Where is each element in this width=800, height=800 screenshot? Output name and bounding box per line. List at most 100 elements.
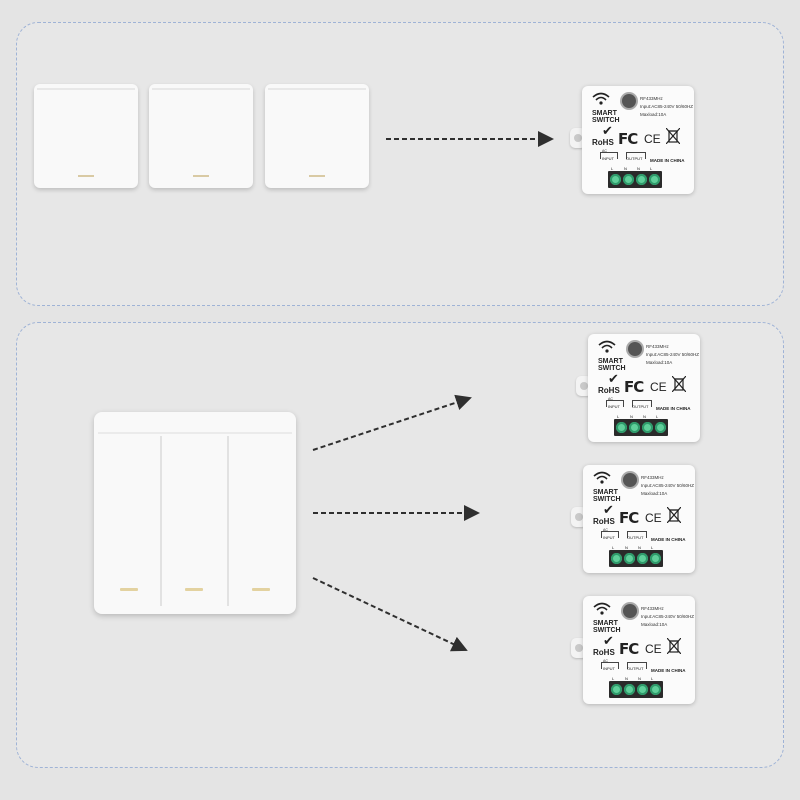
ac-label: AC: [603, 659, 608, 663]
indicator-led: [78, 175, 94, 177]
spec-rf: RF433MHz: [646, 344, 669, 349]
pair-button: [623, 473, 637, 487]
screw-hole: [575, 513, 583, 521]
checkmark-icon: ✔: [602, 123, 613, 138]
output-label: OUTPUT: [626, 156, 643, 161]
spec-maxload: Maxload:10A: [640, 112, 667, 117]
terminal-screw: [623, 174, 634, 185]
indicator-led: [193, 175, 209, 177]
terminal-screw: [624, 553, 635, 564]
terminal-screw: [610, 174, 621, 185]
input-bracket: [601, 531, 619, 538]
terminal-label: N: [624, 166, 627, 171]
input-label: INPUT: [608, 404, 620, 409]
terminal-label: L: [651, 676, 654, 681]
ce-mark: CE: [645, 642, 662, 656]
ce-mark: CE: [644, 132, 661, 146]
output-bracket: [627, 531, 647, 538]
output-bracket: [626, 152, 646, 159]
weee-bin-icon: [667, 638, 681, 654]
terminal-block: [608, 171, 662, 188]
terminal-label: N: [630, 414, 633, 419]
fc-mark: FC: [624, 378, 644, 396]
ce-mark: CE: [650, 380, 667, 394]
terminal-screw: [636, 174, 647, 185]
terminal-screw: [642, 422, 653, 433]
wall-switch-1: [34, 84, 138, 188]
spec-input: Input:AC85-240V 50/60HZ: [641, 614, 695, 619]
terminal-screw: [624, 684, 635, 695]
screw-hole: [580, 382, 588, 390]
screw-hole: [575, 644, 583, 652]
switch-gang-3: [230, 436, 292, 604]
weee-bin-icon: [666, 128, 680, 144]
indicator-led: [120, 588, 138, 591]
terminal-block: [609, 550, 663, 567]
terminal-label: L: [650, 166, 653, 171]
terminal-label: N: [643, 414, 646, 419]
made-in-label: MADE IN CHINA: [650, 158, 685, 163]
output-bracket: [632, 400, 652, 407]
gang-divider: [160, 436, 162, 606]
indicator-led: [185, 588, 203, 591]
rohs-mark: RoHS: [598, 386, 620, 395]
pair-button: [622, 94, 636, 108]
switch-gang-1: [98, 436, 160, 604]
terminal-screw: [655, 422, 666, 433]
checkmark-icon: ✔: [603, 502, 614, 517]
indicator-led: [252, 588, 270, 591]
output-label: OUTPUT: [632, 404, 649, 409]
ac-label: AC: [602, 149, 607, 153]
terminal-label: L: [612, 545, 615, 550]
spec-maxload: Maxload:10A: [641, 491, 668, 496]
fc-mark: FC: [618, 130, 638, 148]
spec-maxload: Maxload:10A: [646, 360, 673, 365]
output-bracket: [627, 662, 647, 669]
wall-switch-2: [149, 84, 253, 188]
input-bracket: [606, 400, 624, 407]
weee-bin-icon: [667, 507, 681, 523]
terminal-label: L: [617, 414, 620, 419]
pair-button: [628, 342, 642, 356]
wifi-icon: [593, 602, 611, 615]
wifi-icon: [593, 471, 611, 484]
wall-switch-3: [265, 84, 369, 188]
ac-label: AC: [608, 397, 613, 401]
terminal-block: [614, 419, 668, 436]
made-in-label: MADE IN CHINA: [656, 406, 691, 411]
rohs-mark: RoHS: [592, 138, 614, 147]
fc-mark: FC: [619, 640, 639, 658]
terminal-label: N: [625, 545, 628, 550]
wifi-icon: [598, 340, 616, 353]
spec-input: Input:AC85-240V 50/60HZ: [646, 352, 700, 357]
made-in-label: MADE IN CHINA: [651, 668, 686, 673]
input-label: INPUT: [602, 156, 614, 161]
terminal-block: [609, 681, 663, 698]
ac-label: AC: [603, 528, 608, 532]
wifi-icon: [592, 92, 610, 105]
input-label: INPUT: [603, 535, 615, 540]
fc-mark: FC: [619, 509, 639, 527]
input-bracket: [601, 662, 619, 669]
output-label: OUTPUT: [627, 535, 644, 540]
terminal-label: L: [656, 414, 659, 419]
terminal-label: N: [638, 676, 641, 681]
terminal-screw: [611, 684, 622, 695]
output-label: OUTPUT: [627, 666, 644, 671]
rohs-mark: RoHS: [593, 648, 615, 657]
spec-rf: RF433MHz: [641, 606, 664, 611]
terminal-screw: [650, 684, 661, 695]
pair-button: [623, 604, 637, 618]
arrow-upper: [312, 394, 472, 451]
terminal-label: L: [651, 545, 654, 550]
terminal-screw: [637, 684, 648, 695]
screw-hole: [574, 134, 582, 142]
terminal-screw: [649, 174, 660, 185]
